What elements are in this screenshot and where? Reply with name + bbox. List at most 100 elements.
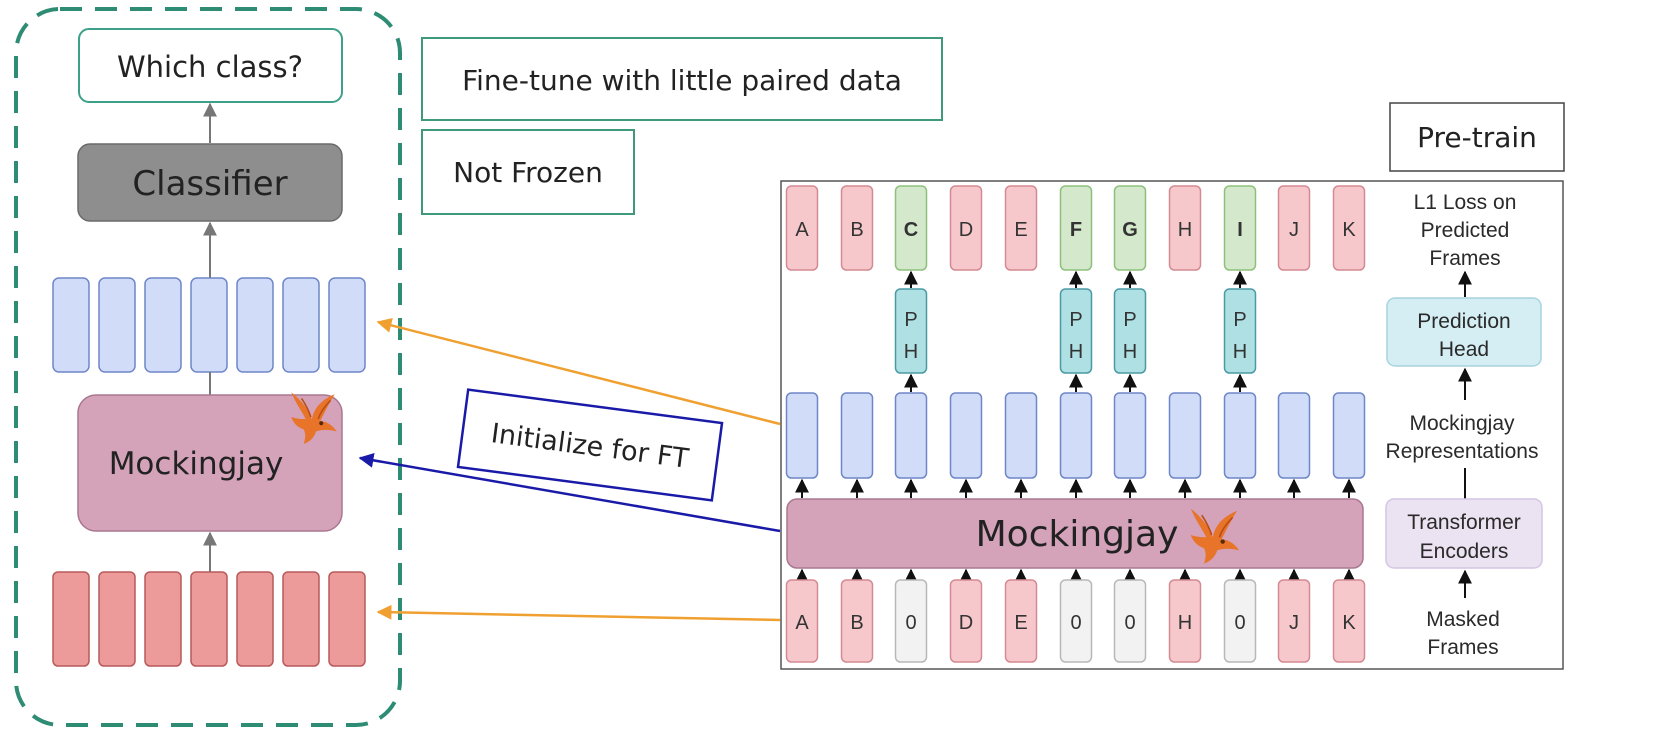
masked-input-frame: [1168, 579, 1202, 663]
output-frame-label: B: [850, 219, 863, 241]
masked-input-frame: [1223, 579, 1257, 663]
ft-input-frame: [52, 571, 90, 667]
output-frame-label: K: [1342, 219, 1356, 241]
pretrain-representation-block: [949, 392, 983, 479]
arrow-representations-transfer: [376, 318, 781, 426]
arrow-frames-transfer: [376, 604, 781, 622]
ft-input-frame: [282, 571, 320, 667]
output-frame: [894, 185, 928, 271]
pretrain-representation-block: [1168, 392, 1202, 479]
finetune-panel-border: [14, 7, 402, 727]
encoders-line-2: Encoders: [1420, 540, 1509, 563]
masked-input-frame: [1332, 579, 1366, 663]
ft-representation-block: [52, 277, 90, 373]
output-frame: [1223, 185, 1257, 271]
input-arrows: [795, 568, 1356, 583]
masked-input-label: H: [1178, 612, 1192, 634]
side-label-representations: Mockingjay Representations: [1386, 412, 1539, 463]
finetune-mockingjay-label: Mockingjay: [109, 446, 284, 482]
masked-line-1: Masked: [1426, 608, 1500, 631]
ft-representation-block: [236, 277, 274, 373]
pretrain-note-label: Pre-train: [1417, 121, 1537, 154]
prediction-head-block: [894, 288, 928, 374]
prediction-head-line-2: Head: [1439, 338, 1489, 361]
transformer-encoders-legend: Transformer Encoders: [1385, 498, 1543, 569]
finetune-note-label: Fine-tune with little paired data: [462, 64, 902, 97]
masked-input-label: B: [850, 612, 863, 634]
masked-input-label: J: [1289, 612, 1299, 634]
ft-input-frame: [98, 571, 136, 667]
output-frame: [785, 185, 819, 271]
masked-input-frame: [1059, 579, 1093, 663]
output-arrows: [904, 270, 1247, 288]
side-label-masked: Masked Frames: [1426, 608, 1500, 659]
output-frame: [1332, 185, 1366, 271]
output-frame: [840, 185, 874, 271]
masked-input-label: K: [1342, 612, 1356, 634]
masked-input-frame: [1113, 579, 1147, 663]
ft-representation-block: [144, 277, 182, 373]
frozen-note-label: Not Frozen: [453, 156, 603, 189]
encoders-line-1: Transformer: [1407, 511, 1521, 534]
output-frame-label: D: [959, 219, 973, 241]
ft-input-frame: [328, 571, 366, 667]
masked-input-frame: [1277, 579, 1311, 663]
pretrain-representation-block: [1332, 392, 1366, 479]
encoder-arrows: [795, 478, 1356, 498]
prediction-head-block: [1059, 288, 1093, 374]
representations-line-1: Mockingjay: [1409, 412, 1515, 435]
pretrain-representation-block: [785, 392, 819, 479]
pretrain-representation-block: [1004, 392, 1038, 479]
pretrain-representations-row: [785, 392, 1366, 479]
pretrain-note-box: Pre-train: [1389, 102, 1565, 172]
output-frame: [1059, 185, 1093, 271]
output-frame: [1277, 185, 1311, 271]
output-frame-label: J: [1289, 219, 1299, 241]
ft-representation-block: [282, 277, 320, 373]
loss-label-line-1: L1 Loss on: [1414, 191, 1517, 214]
frozen-note-box: Not Frozen: [421, 129, 635, 215]
pretrain-panel-border: [780, 180, 1564, 670]
classifier-box: Classifier: [77, 143, 343, 222]
representations-line-2: Representations: [1386, 440, 1539, 463]
pretrain-representation-block: [840, 392, 874, 479]
ft-representation-block: [190, 277, 228, 373]
prediction-head-letter-p: P: [1123, 309, 1136, 331]
ft-input-frame: [144, 571, 182, 667]
masked-input-frame: [1004, 579, 1038, 663]
masked-input-label: D: [959, 612, 973, 634]
prediction-head-letter-p: P: [1069, 309, 1082, 331]
pretrain-mockingjay-box: Mockingjay: [786, 498, 1364, 569]
output-frame-label: A: [795, 219, 809, 241]
pretrain-representation-block: [1059, 392, 1093, 479]
representation-arrows: [904, 373, 1247, 392]
output-frame: [1004, 185, 1038, 271]
masked-input-frame: [894, 579, 928, 663]
prediction-head-letter-p: P: [904, 309, 917, 331]
question-label: Which class?: [117, 50, 303, 84]
loss-label-line-3: Frames: [1429, 247, 1500, 270]
output-frame-label: E: [1014, 219, 1027, 241]
output-frame: [1113, 185, 1147, 271]
finetune-input-frames: [52, 571, 366, 667]
ft-representation-block: [98, 277, 136, 373]
ft-input-frame: [236, 571, 274, 667]
masked-line-2: Frames: [1427, 636, 1498, 659]
prediction-head-block: [1113, 288, 1147, 374]
masked-input-label: 0: [1234, 612, 1245, 634]
masked-input-label: E: [1014, 612, 1027, 634]
prediction-head-letter-h: H: [1123, 341, 1137, 363]
pretrain-representation-block: [1223, 392, 1257, 479]
classifier-label: Classifier: [132, 164, 287, 204]
masked-input-label: 0: [1070, 612, 1081, 634]
output-frame-label: G: [1122, 219, 1138, 241]
prediction-head-legend: Prediction Head: [1386, 297, 1542, 367]
output-frame: [949, 185, 983, 271]
prediction-head-letter-h: H: [904, 341, 918, 363]
output-frame-label: H: [1178, 219, 1192, 241]
